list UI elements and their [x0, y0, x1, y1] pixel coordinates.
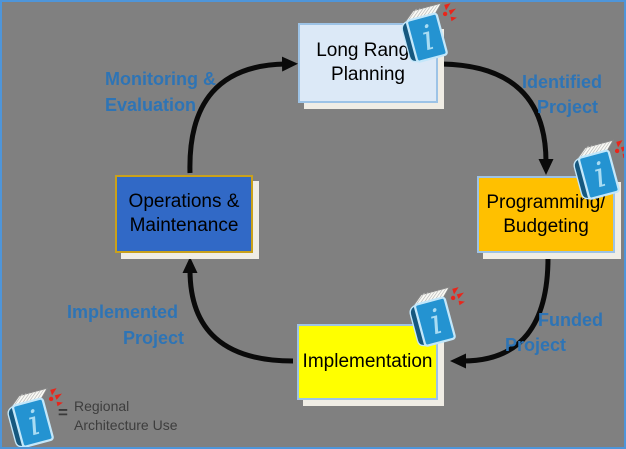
node-implementation: Implementation [297, 324, 438, 400]
edge-label-monitoring-evaluation: Monitoring & Evaluation [105, 69, 216, 115]
node-operations-maintenance-label: Operations & Maintenance [128, 191, 240, 236]
arrow-implemented-project [182, 257, 294, 364]
arrow-identified-project [441, 61, 554, 175]
legend-label: Regional Architecture Use [74, 398, 178, 433]
regional-architecture-book-icon [404, 285, 467, 349]
edge-label-implemented-project-line1: Implemented [67, 302, 179, 322]
edge-label-identified-project-line1: Identified [522, 72, 602, 92]
edge-label-implemented-project-line2: Project [123, 328, 185, 348]
arrow-funded-project [450, 254, 551, 369]
node-operations-maintenance: Operations & Maintenance [115, 175, 253, 253]
node-implementation-label: Implementation [302, 351, 433, 372]
legend-book-icon [2, 386, 65, 447]
edge-label-identified-project-line2: Project [537, 97, 599, 117]
edge-label-funded-project-line1: Funded [538, 310, 603, 330]
regional-architecture-book-icon [568, 138, 624, 202]
edge-label-funded-project-line2: Project [505, 335, 567, 355]
arrow-monitoring-evaluation [187, 56, 298, 174]
node-long-range-planning-label: Long Range Planning [316, 40, 420, 85]
legend-equals-sign: = [58, 403, 68, 422]
regional-architecture-book-icon [396, 2, 459, 65]
node-programming-budgeting-label: Programming/ Budgeting [486, 191, 606, 237]
